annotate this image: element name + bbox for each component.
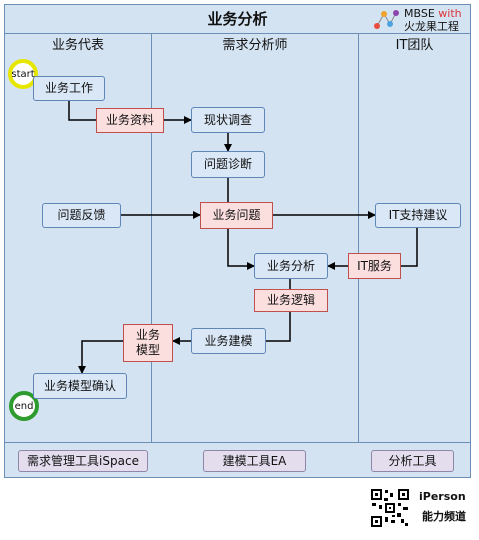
activity-biz-modeling: 业务建模 [191, 328, 266, 354]
activity-biz-work: 业务工作 [33, 76, 105, 101]
logo-line1: MBSE with [404, 7, 462, 20]
activity-it-support-suggestion: IT支持建议 [375, 203, 461, 228]
artifact-biz-problem: 业务问题 [200, 202, 273, 229]
logo-line2: 火龙果工程 [404, 20, 459, 33]
footer-channel: 能力频道 [422, 510, 466, 523]
qr-code-icon [370, 488, 410, 528]
artifact-it-service: IT服务 [348, 253, 401, 279]
activity-status-survey: 现状调查 [191, 107, 265, 133]
tool-analysis: 分析工具 [371, 450, 454, 472]
diagram-title: 业务分析 [4, 4, 471, 34]
footer-brand: iPerson [419, 490, 466, 503]
activity-problem-diagnosis: 问题诊断 [191, 151, 265, 178]
tools-divider [4, 442, 471, 443]
artifact-biz-logic: 业务逻辑 [254, 289, 328, 312]
logo-icon [374, 10, 399, 29]
lane-header-it-team: IT团队 [395, 38, 434, 53]
lane-header-analyst: 需求分析师 [222, 38, 288, 53]
artifact-biz-model: 业务 模型 [123, 324, 173, 362]
activity-biz-analysis: 业务分析 [254, 253, 328, 279]
activity-biz-model-confirm: 业务模型确认 [33, 373, 127, 399]
tool-requirement-management: 需求管理工具iSpace [18, 450, 148, 472]
lane-divider [358, 34, 359, 442]
tool-modeling: 建模工具EA [203, 450, 306, 472]
lane-header-biz-rep: 业务代表 [51, 38, 104, 53]
lane-divider [151, 34, 152, 442]
artifact-biz-material: 业务资料 [96, 108, 164, 133]
activity-problem-feedback: 问题反馈 [42, 203, 121, 228]
